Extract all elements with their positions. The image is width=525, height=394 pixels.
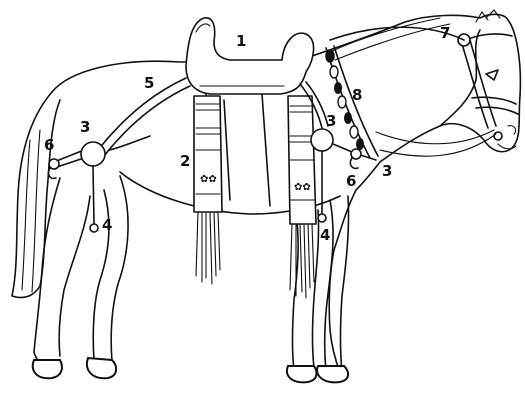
breast-pendant (318, 151, 326, 222)
crupper-disc (81, 142, 105, 166)
label-beaded-collar: 8 (352, 86, 362, 104)
breast-disc (311, 129, 333, 151)
hoof (33, 360, 62, 378)
hoof (317, 366, 348, 382)
crupper-ring (48, 159, 59, 178)
saddle-bag-right: ✿✿ (288, 96, 316, 298)
svg-text:✿✿: ✿✿ (200, 174, 217, 185)
label-crupper-disc: 3 (80, 118, 90, 136)
breast-ring (350, 149, 361, 168)
label-breast-ring: 6 (346, 172, 356, 190)
label-throat-disc: 3 (382, 162, 392, 180)
label-saddle-bag: 2 (180, 152, 190, 170)
svg-text:✿✿: ✿✿ (294, 182, 311, 193)
label-crupper-pendant: 4 (102, 216, 112, 234)
label-crupper-ring: 6 (44, 136, 54, 154)
label-breast-disc: 3 (326, 112, 336, 130)
horse-nostril (508, 126, 516, 134)
hoof (287, 366, 317, 382)
crupper-strap (54, 78, 190, 168)
saddle-seat (186, 18, 314, 94)
horse-hind-leg-back (34, 178, 60, 366)
horse-eye (486, 70, 498, 80)
bit-ring (494, 132, 502, 140)
hoof (87, 358, 116, 378)
label-crupper-strap: 5 (144, 74, 154, 92)
label-saddle: 1 (236, 32, 246, 50)
label-breast-pendant: 4 (320, 226, 330, 244)
saddle-bag-left: ✿✿ (194, 96, 222, 284)
label-bridle: 7 (440, 24, 450, 42)
crupper-pendant (90, 166, 98, 232)
horse-front-leg-back (293, 214, 299, 370)
